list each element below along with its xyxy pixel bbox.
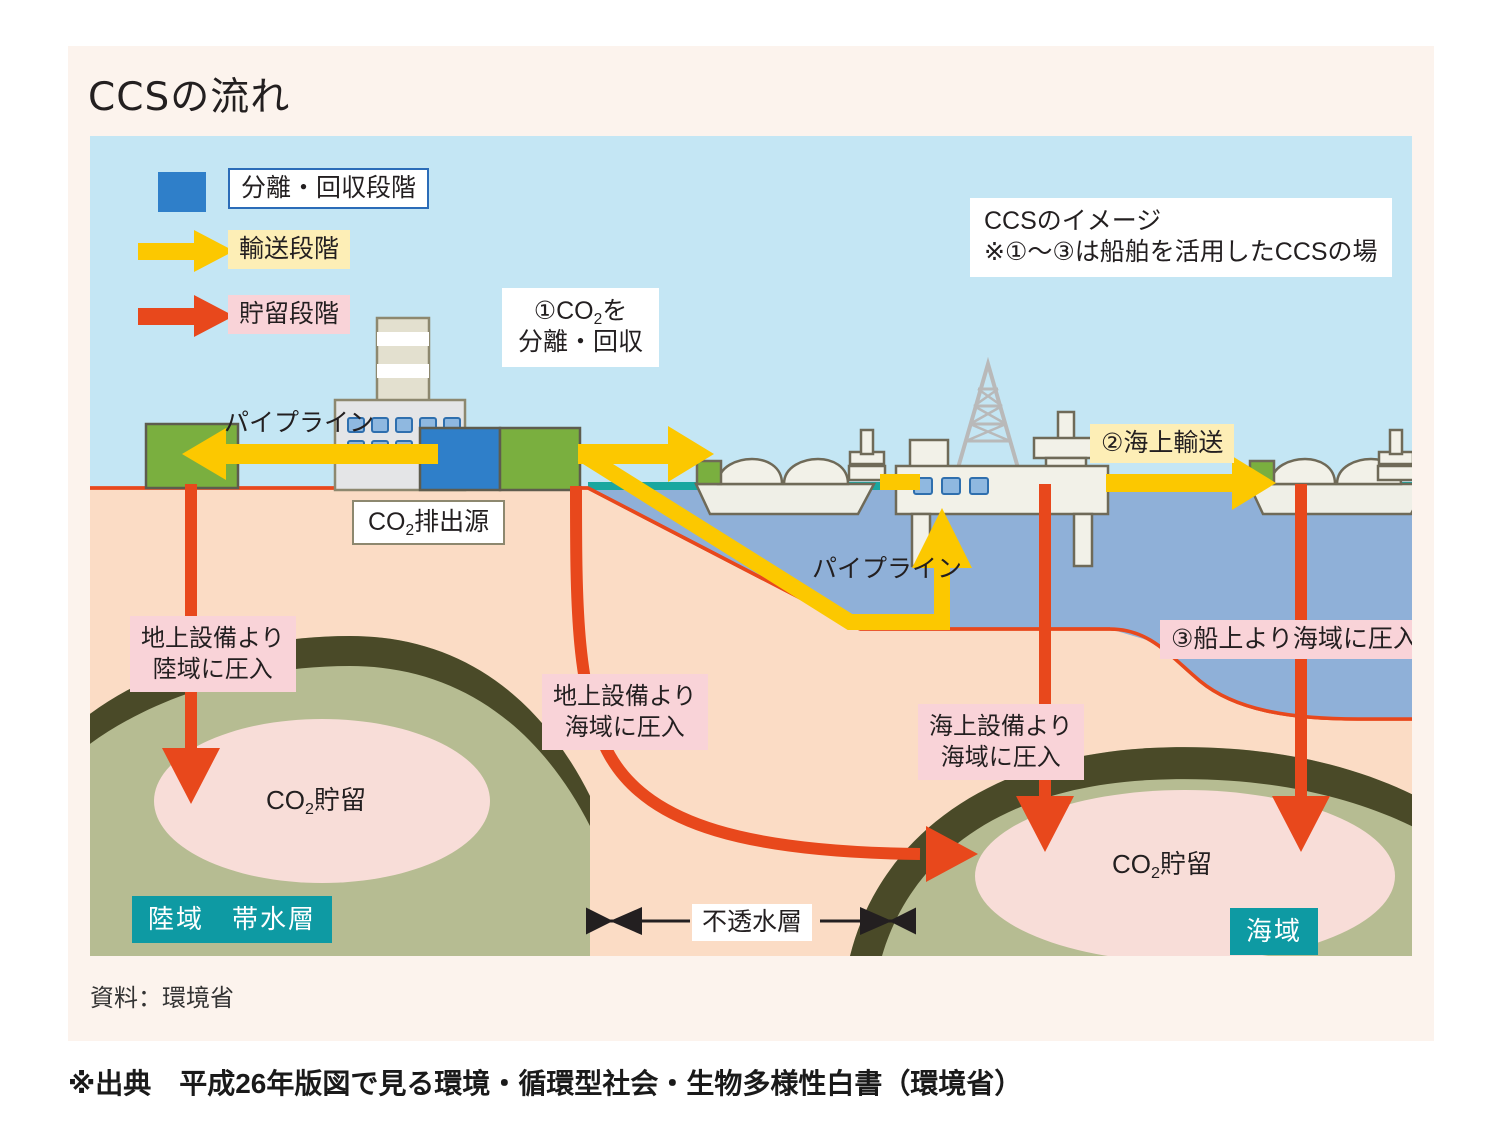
annotation-sea-injection-from-land-l2: 海域に圧入 (564, 714, 685, 742)
annotation-capture-l1sub: 2 (593, 311, 603, 329)
annotation-sea-injection-from-land: 地上設備より 海域に圧入 (542, 674, 708, 751)
legend-label-storage: 貯留段階 (228, 295, 351, 335)
annotation-co2-storage-left-b: 貯留 (313, 785, 366, 815)
legend-label-capture: 分離・回収段階 (228, 168, 430, 210)
figure-panel: CCSの流れ (68, 46, 1434, 1041)
legend-arrow-transport (138, 230, 234, 272)
ccs-image-note-line2: ※①〜③は船舶を活用したCCSの場 (984, 238, 1378, 267)
annotation-co2-storage-left-sub: 2 (305, 800, 314, 819)
annotation-co2-storage-right-sub: 2 (1151, 864, 1160, 883)
annotation-co2-storage-right-a: CO (1112, 849, 1151, 879)
annotation-sea-injection-from-land-l1: 地上設備より (553, 683, 697, 710)
annotation-co2-storage-left-a: CO (266, 785, 305, 815)
annotation-co2-source-b: 排出源 (414, 508, 490, 536)
annotation-capture-line1: ①CO2を (518, 296, 643, 329)
annotation-sea-injection-from-platform-l1: 海上設備より (929, 713, 1073, 740)
badge-aquifer-land: 陸域 帯水層 (132, 896, 333, 943)
annotation-ship-injection: ③船上より海域に圧入 (1160, 620, 1412, 660)
annotation-co2-storage-right: CO2貯留 (1112, 848, 1212, 883)
ccs-diagram: 分離・回収段階 輸送段階 貯留段階 CCSのイメージ ※①〜③は船舶を活用したC… (90, 136, 1412, 956)
annotation-capture-line2: 分離・回収 (518, 328, 644, 357)
annotation-land-injection: 地上設備より 陸域に圧入 (130, 616, 296, 693)
figure-source: 資料：環境省 (90, 985, 234, 1012)
annotation-pipeline-sea: パイプライン (812, 555, 963, 583)
ccs-image-note-line1: CCSのイメージ (984, 207, 1162, 235)
legend-label-transport: 輸送段階 (228, 230, 351, 270)
annotation-co2-storage-right-b: 貯留 (1159, 849, 1212, 879)
annotation-co2-source-sub: 2 (405, 522, 415, 540)
annotation-marine-transport: ②海上輸送 (1090, 424, 1235, 464)
ccs-image-note: CCSのイメージ ※①〜③は船舶を活用したCCSの場 (970, 198, 1392, 277)
annotation-capture: ①CO2を 分離・回収 (502, 288, 660, 367)
figure-caption: ※出典 平成26年版図で見る環境・循環型社会・生物多様性白書（環境省） (68, 1068, 1023, 1099)
annotation-capture-l1a: ①CO (533, 297, 594, 325)
annotation-sea-injection-from-platform: 海上設備より 海域に圧入 (918, 704, 1084, 781)
annotation-sea-injection-from-platform-l2: 海域に圧入 (940, 744, 1061, 772)
annotation-land-injection-l1: 地上設備より (141, 625, 285, 652)
annotation-pipeline-land: パイプライン (224, 409, 375, 437)
annotation-capture-l1b: を (602, 297, 628, 325)
annotation-co2-source-a: CO (368, 508, 406, 536)
badge-aquifer-sea: 海域 (1230, 908, 1319, 955)
page-title: CCSの流れ (88, 75, 291, 120)
legend-swatch-capture (158, 172, 206, 212)
annotation-co2-storage-left: CO2貯留 (266, 784, 366, 819)
annotation-land-injection-l2: 陸域に圧入 (152, 656, 273, 684)
annotation-impermeable-layer: 不透水層 (692, 904, 813, 942)
legend-arrow-storage (138, 295, 234, 337)
annotation-co2-source: CO2排出源 (352, 500, 506, 546)
